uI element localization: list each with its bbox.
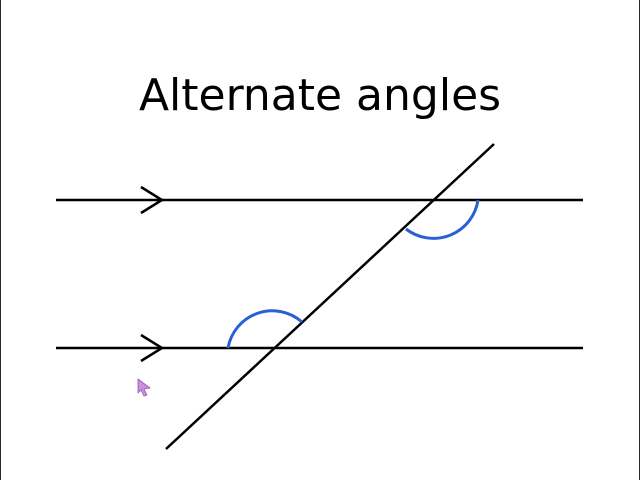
parallel-arrow-top [140, 185, 165, 215]
transversal-line [165, 143, 495, 450]
slide-title: Alternate angles [138, 70, 502, 121]
angle-arc-top [405, 199, 480, 240]
frame-edge-left [0, 0, 1, 480]
parallel-arrow-bottom [140, 333, 165, 363]
angle-arc-bottom [226, 309, 303, 349]
arrow-cursor-icon [137, 378, 151, 397]
